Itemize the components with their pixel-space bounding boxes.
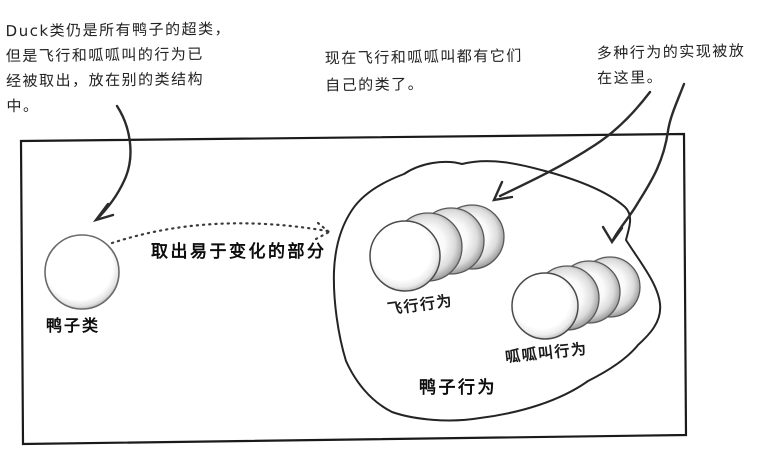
duck-behaviors-label: 鸭子行为	[419, 378, 497, 398]
superclass-note-line: 但是飞行和呱呱叫的行为已	[5, 45, 204, 66]
superclass-note-line: 中。	[6, 96, 40, 116]
arrowhead	[601, 225, 624, 245]
pull-out-caption: 取出易于变化的部分	[151, 242, 327, 262]
arrowhead	[92, 202, 115, 223]
superclass-note-line: Duck类仍是所有鸭子的超类，	[5, 19, 232, 41]
outer-frame	[19, 132, 688, 446]
fly-coin-front	[369, 220, 441, 292]
arrowhead	[491, 180, 514, 202]
dotted-arrowhead-upper	[316, 221, 331, 234]
own-classes-note: 现在飞行和呱呱叫都有它们 自己的类了。	[325, 43, 524, 100]
implementations-note-line: 在这里。	[597, 68, 664, 88]
quack-coin-front	[511, 272, 579, 340]
fly-behavior-stack	[369, 204, 505, 292]
arrow-to-fly-stack	[491, 90, 652, 202]
quack-behavior-stack	[511, 256, 641, 340]
pull-out-dotted-arrow	[110, 221, 331, 245]
duck-class-label: 鸭子类	[46, 316, 101, 335]
duck-class-circle	[44, 234, 120, 310]
dotted-arrowhead-lower	[314, 230, 331, 241]
own-classes-note-line: 现在飞行和呱呱叫都有它们	[324, 46, 523, 68]
implementations-note-line: 多种行为的实现被放	[596, 41, 746, 63]
arrow-to-quack-stack	[601, 82, 686, 245]
superclass-note-line: 经被取出，放在别的类结构	[6, 70, 205, 91]
own-classes-note-line: 自己的类了。	[325, 74, 425, 95]
implementations-note: 多种行为的实现被放 在这里。	[597, 39, 746, 92]
arrow-to-duck-class	[92, 104, 132, 223]
superclass-note: Duck类仍是所有鸭子的超类， 但是飞行和呱呱叫的行为已 经被取出，放在别的类结…	[5, 17, 232, 119]
